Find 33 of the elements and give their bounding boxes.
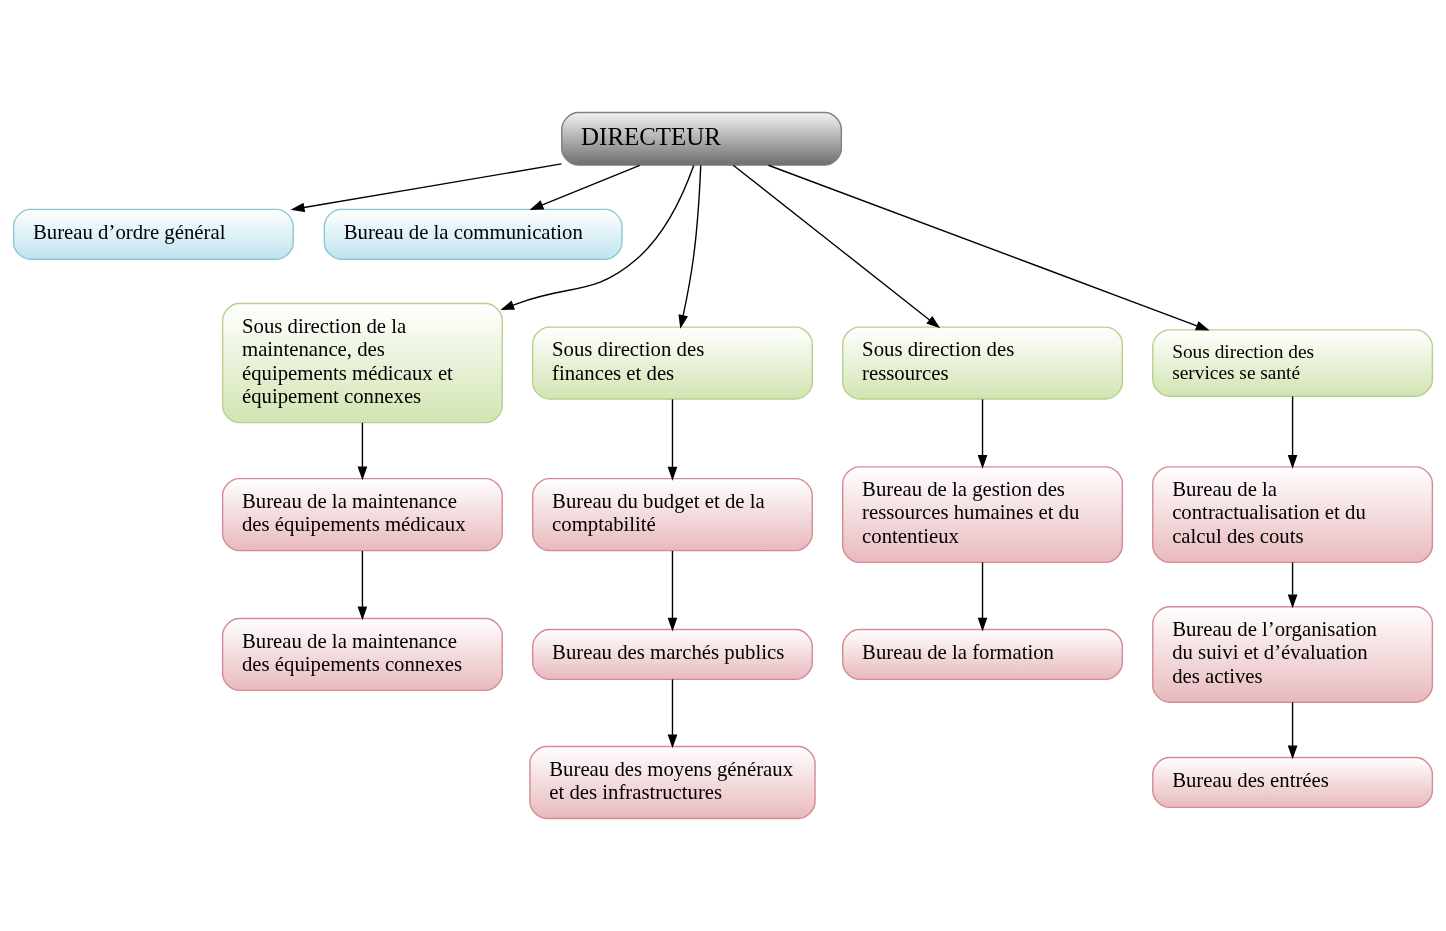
node-box: Bureau des marchés publics (532, 628, 813, 681)
node-box: Sous direction des finances et des (532, 326, 813, 400)
arrow (732, 164, 941, 329)
arrow (1287, 701, 1298, 760)
node-box: Bureau des moyens généraux et des infrastructures (529, 745, 816, 820)
node-box: Bureau de la communication (323, 208, 623, 260)
node-box: Bureau de la maintenance des équipements connexes (221, 617, 503, 692)
node-box: Bureau du budget et de la comptabilité (532, 477, 813, 552)
node-box: Bureau d’ordre général (12, 208, 294, 260)
node-box: Bureau de la formation (842, 628, 1123, 681)
node-box: Bureau de la maintenance des équipements médicaux (221, 477, 503, 552)
arrow (977, 561, 988, 632)
node-box: Bureau de l’organisation du suivi et d’évaluation des actives (1152, 606, 1434, 703)
arrow (357, 422, 368, 481)
arrow (500, 164, 695, 310)
arrow (667, 550, 678, 632)
arrow (357, 550, 368, 621)
node-box: Bureau de la gestion des ressources humaines et du contentieux (842, 466, 1123, 564)
node-box: Sous direction des ressources (842, 326, 1123, 400)
arrow (767, 164, 1210, 331)
node-box: Sous direction des services se santé (1152, 329, 1434, 397)
arrow (1287, 395, 1298, 469)
arrow (667, 398, 678, 481)
arrow (667, 678, 678, 749)
arrow (977, 398, 988, 469)
node-box: Bureau de la contractualisation et du calcul des couts (1152, 466, 1434, 564)
node-box: Bureau des entrées (1152, 756, 1434, 809)
node-box: Sous direction de la maintenance, des équipements médicaux et équipement connexes (221, 302, 503, 424)
arrow (1287, 561, 1298, 609)
node-box: DIRECTEUR (561, 111, 843, 166)
arrow (290, 163, 563, 213)
arrow (529, 164, 641, 211)
arrow (678, 164, 702, 329)
